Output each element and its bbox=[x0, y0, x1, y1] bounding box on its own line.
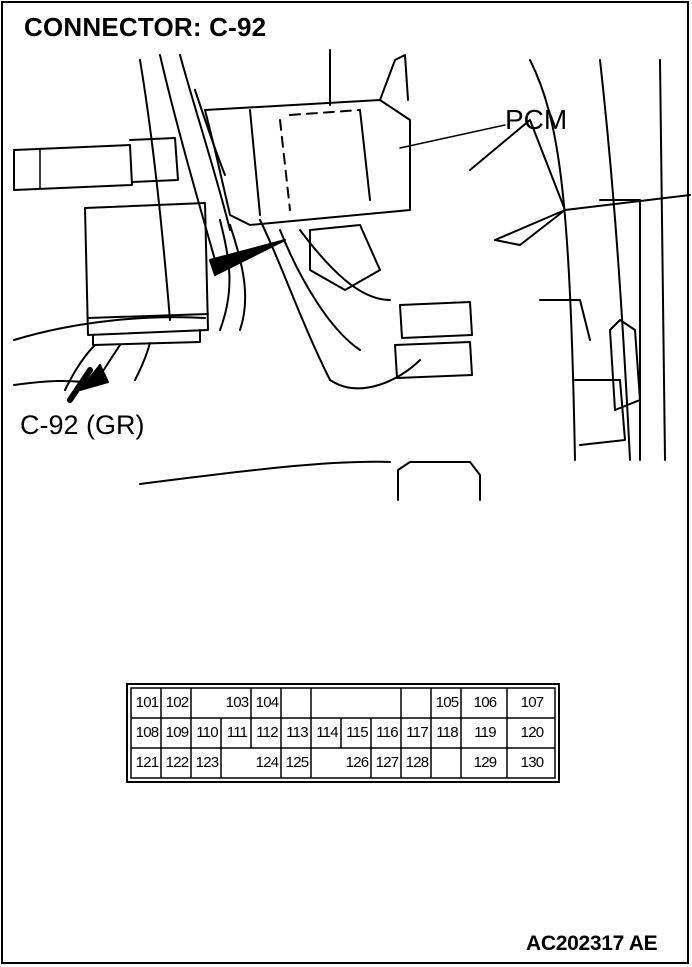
pin-129: 129 bbox=[473, 754, 497, 771]
pin-121: 121 bbox=[135, 754, 159, 771]
pin-104: 104 bbox=[255, 694, 279, 711]
pin-124: 124 bbox=[255, 754, 279, 771]
pin-103: 103 bbox=[225, 694, 249, 711]
pin-116: 116 bbox=[376, 724, 398, 741]
pin-102: 102 bbox=[165, 694, 189, 711]
pin-109: 109 bbox=[165, 724, 189, 741]
pin-123: 123 bbox=[195, 754, 219, 771]
pin-114: 114 bbox=[316, 724, 338, 741]
pin-130: 130 bbox=[520, 754, 544, 771]
pin-111: 111 bbox=[226, 724, 248, 741]
pin-127: 127 bbox=[375, 754, 399, 771]
connector-pinout: 101 102 103 104 105 106 107 108 109 110 … bbox=[126, 683, 560, 783]
pin-125: 125 bbox=[285, 754, 309, 771]
page-title: CONNECTOR: C-92 bbox=[24, 12, 267, 42]
pin-120: 120 bbox=[520, 724, 544, 741]
pin-115: 115 bbox=[346, 724, 368, 741]
pin-119: 119 bbox=[474, 724, 496, 741]
connector-callout-label: C-92 (GR) bbox=[20, 410, 145, 440]
figure-code: AC202317 AE bbox=[526, 932, 658, 955]
pin-118: 118 bbox=[436, 724, 458, 741]
pin-122: 122 bbox=[165, 754, 189, 771]
pin-105: 105 bbox=[435, 694, 459, 711]
pin-113: 113 bbox=[286, 724, 308, 741]
pin-126: 126 bbox=[345, 754, 369, 771]
connector-grid-lines bbox=[130, 687, 556, 779]
pin-106: 106 bbox=[473, 694, 497, 711]
pcm-label: PCM bbox=[505, 104, 568, 135]
pin-112: 112 bbox=[256, 724, 278, 741]
vehicle-illustration bbox=[13, 49, 691, 501]
pin-110: 110 bbox=[196, 724, 218, 741]
pin-108: 108 bbox=[135, 724, 159, 741]
pin-107: 107 bbox=[520, 694, 544, 711]
pin-117: 117 bbox=[406, 724, 428, 741]
pin-128: 128 bbox=[405, 754, 429, 771]
pin-101: 101 bbox=[135, 694, 159, 711]
